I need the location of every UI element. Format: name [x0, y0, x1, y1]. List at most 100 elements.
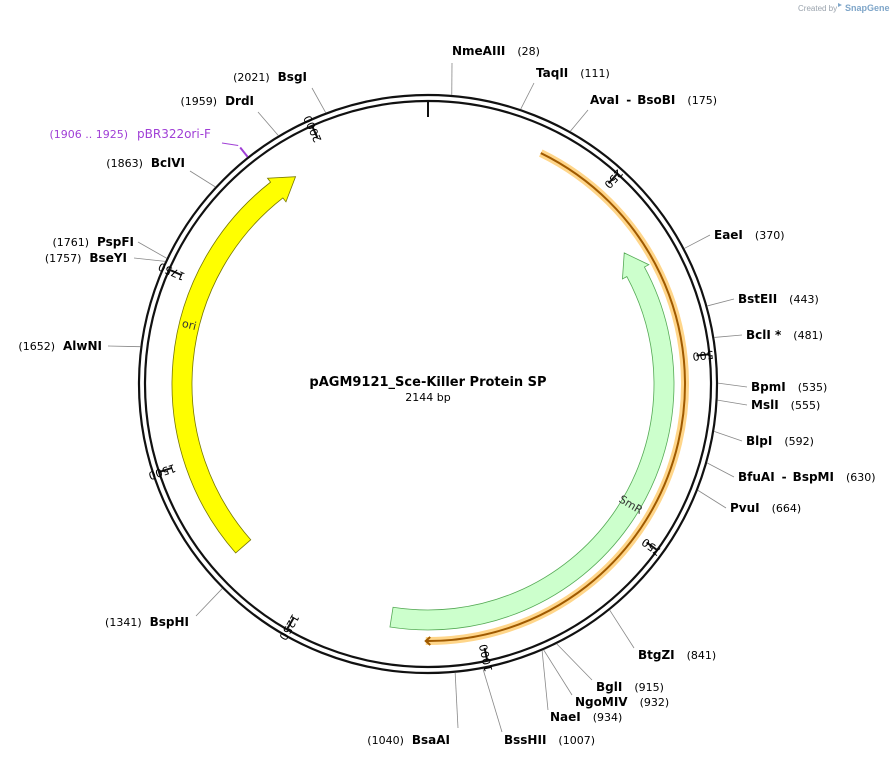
enzyme-position: (111): [580, 67, 610, 80]
enzyme-name: EaeI: [714, 228, 743, 242]
enzyme-leader-line: [697, 489, 727, 509]
enzyme-leader-line: [541, 650, 549, 711]
enzyme-site-bseyi[interactable]: BseYI (1757): [45, 251, 166, 265]
enzyme-name: BglI: [596, 680, 622, 694]
enzyme-position: (664): [772, 502, 802, 515]
enzyme-position: (934): [593, 711, 623, 724]
enzyme-position: (481): [793, 329, 823, 342]
enzyme-site-bsaai[interactable]: BsaAI (1040): [367, 672, 459, 747]
enzyme-site-pvui[interactable]: PvuI (664): [697, 489, 802, 515]
enzyme-name: AlwNI: [63, 339, 102, 353]
enzyme-name: BstEII: [738, 292, 777, 306]
feature-ori[interactable]: [171, 176, 297, 554]
enzyme-site-bsgi[interactable]: BsgI (2021): [233, 70, 327, 113]
enzyme-site-nmeaiii[interactable]: NmeAIII(28): [451, 44, 540, 95]
tick-mark: [646, 541, 658, 551]
enzyme-position: (841): [687, 649, 717, 662]
enzyme-site-btgzi[interactable]: BtgZI (841): [609, 609, 717, 662]
tick-mark: [168, 268, 182, 276]
primer-name: pBR322ori-F: [137, 127, 211, 141]
enzyme-site-taqii[interactable]: TaqII(111): [520, 66, 610, 110]
enzyme-site-bsteii[interactable]: BstEII(443): [707, 292, 819, 307]
primer-pbr322ori-f[interactable]: (1906 .. 1925) pBR322ori-F: [49, 127, 249, 158]
enzyme-position: (1959): [180, 95, 217, 108]
enzyme-name: BtgZI: [638, 648, 675, 662]
enzyme-leader-line: [195, 588, 223, 617]
enzyme-position: (915): [634, 681, 664, 694]
enzyme-site-eaei[interactable]: EaeI (370): [684, 228, 785, 249]
enzyme-site-ngomiv[interactable]: NgoMIV(932): [543, 649, 670, 709]
enzyme-name: DrdI: [225, 94, 254, 108]
tick-label: 500: [692, 348, 714, 363]
enzyme-site-msli[interactable]: MslI(555): [717, 398, 821, 412]
enzyme-leader-line: [717, 382, 748, 388]
enzyme-name: BssHII: [504, 733, 546, 747]
enzyme-site-blpi[interactable]: BlpI(592): [713, 431, 814, 448]
enzyme-site-bclvi[interactable]: BclVI (1863): [106, 156, 216, 188]
enzyme-leader-line: [137, 241, 167, 259]
enzyme-site-alwni[interactable]: AlwNI (1652): [18, 339, 141, 353]
tick-label: 1250: [276, 612, 301, 643]
enzyme-leader-line: [257, 111, 279, 136]
enzyme-position: (1863): [106, 157, 143, 170]
enzyme-position: (535): [798, 381, 828, 394]
feature-smr[interactable]: [389, 252, 675, 631]
enzyme-leader-line: [107, 345, 141, 348]
enzyme-position: (1652): [18, 340, 55, 353]
enzyme-position: (1757): [45, 252, 82, 265]
enzyme-name-alt: BspMI: [793, 470, 834, 484]
enzyme-name: BclVI: [151, 156, 185, 170]
enzyme-position: (1007): [558, 734, 595, 747]
enzyme-site-bcli[interactable]: BclI *(481): [714, 328, 823, 342]
enzyme-name: NmeAIII: [452, 44, 505, 58]
enzyme-name: PvuI: [730, 501, 760, 515]
tick-label: 1000: [477, 643, 496, 673]
enzyme-name: AvaI: [590, 93, 619, 107]
credit-brand: SnapGene: [845, 3, 890, 13]
enzyme-site-drdi[interactable]: DrdI (1959): [180, 94, 279, 136]
enzyme-site-bfuai[interactable]: BfuAI-BspMI (630): [706, 462, 876, 484]
enzyme-leader-line: [713, 431, 743, 442]
enzyme-name: NaeI: [550, 710, 581, 724]
enzyme-site-avai[interactable]: AvaI-BsoBI(175): [569, 93, 717, 132]
backbone-outer-ring: [137, 93, 719, 675]
enzyme-site-naei[interactable]: NaeI (934): [541, 650, 623, 724]
enzyme-leader-line: [543, 649, 573, 696]
enzyme-site-bpmi[interactable]: BpmI(535): [717, 380, 828, 394]
enzyme-site-bsshii[interactable]: BssHII (1007): [482, 668, 595, 747]
enzyme-leader-line: [717, 399, 748, 406]
enzyme-leader-line: [133, 257, 166, 262]
enzyme-name-alt: BsoBI: [637, 93, 675, 107]
orf-arrowhead: [424, 636, 431, 646]
enzyme-position: (630): [846, 471, 876, 484]
enzyme-name: BfuAI: [738, 470, 775, 484]
enzyme-leader-line: [454, 672, 459, 729]
enzyme-position: (1040): [367, 734, 404, 747]
plasmid-length: 2144 bp: [405, 391, 450, 404]
enzyme-leader-line: [684, 234, 711, 249]
enzyme-leader-line: [569, 109, 589, 132]
orf-arc[interactable]: [425, 152, 686, 642]
enzyme-position: (1761): [52, 236, 89, 249]
enzyme-leader-line: [189, 170, 216, 188]
enzyme-name: BseYI: [89, 251, 127, 265]
enzyme-position: (370): [755, 229, 785, 242]
enzyme-position: (1341): [105, 616, 142, 629]
tick-mark: [483, 647, 489, 661]
enzyme-site-bgli[interactable]: BglI (915): [556, 643, 664, 694]
enzyme-leader-line: [609, 609, 635, 649]
feature-label-ori: ori: [181, 317, 198, 333]
enzyme-position: (592): [784, 435, 814, 448]
enzyme-site-bsphi[interactable]: BspHI(1341): [105, 588, 223, 629]
enzyme-name: BsaAI: [412, 733, 450, 747]
credit-prefix: Created by: [798, 4, 837, 13]
plasmid-name: pAGM9121_Sce-Killer Protein SP: [309, 375, 546, 390]
enzyme-position: (2021): [233, 71, 270, 84]
enzyme-site-pspfi[interactable]: PspFI(1761): [52, 235, 167, 259]
tick-mark: [696, 353, 710, 357]
enzyme-separator: -: [782, 470, 787, 484]
enzyme-name: BsgI: [278, 70, 307, 84]
